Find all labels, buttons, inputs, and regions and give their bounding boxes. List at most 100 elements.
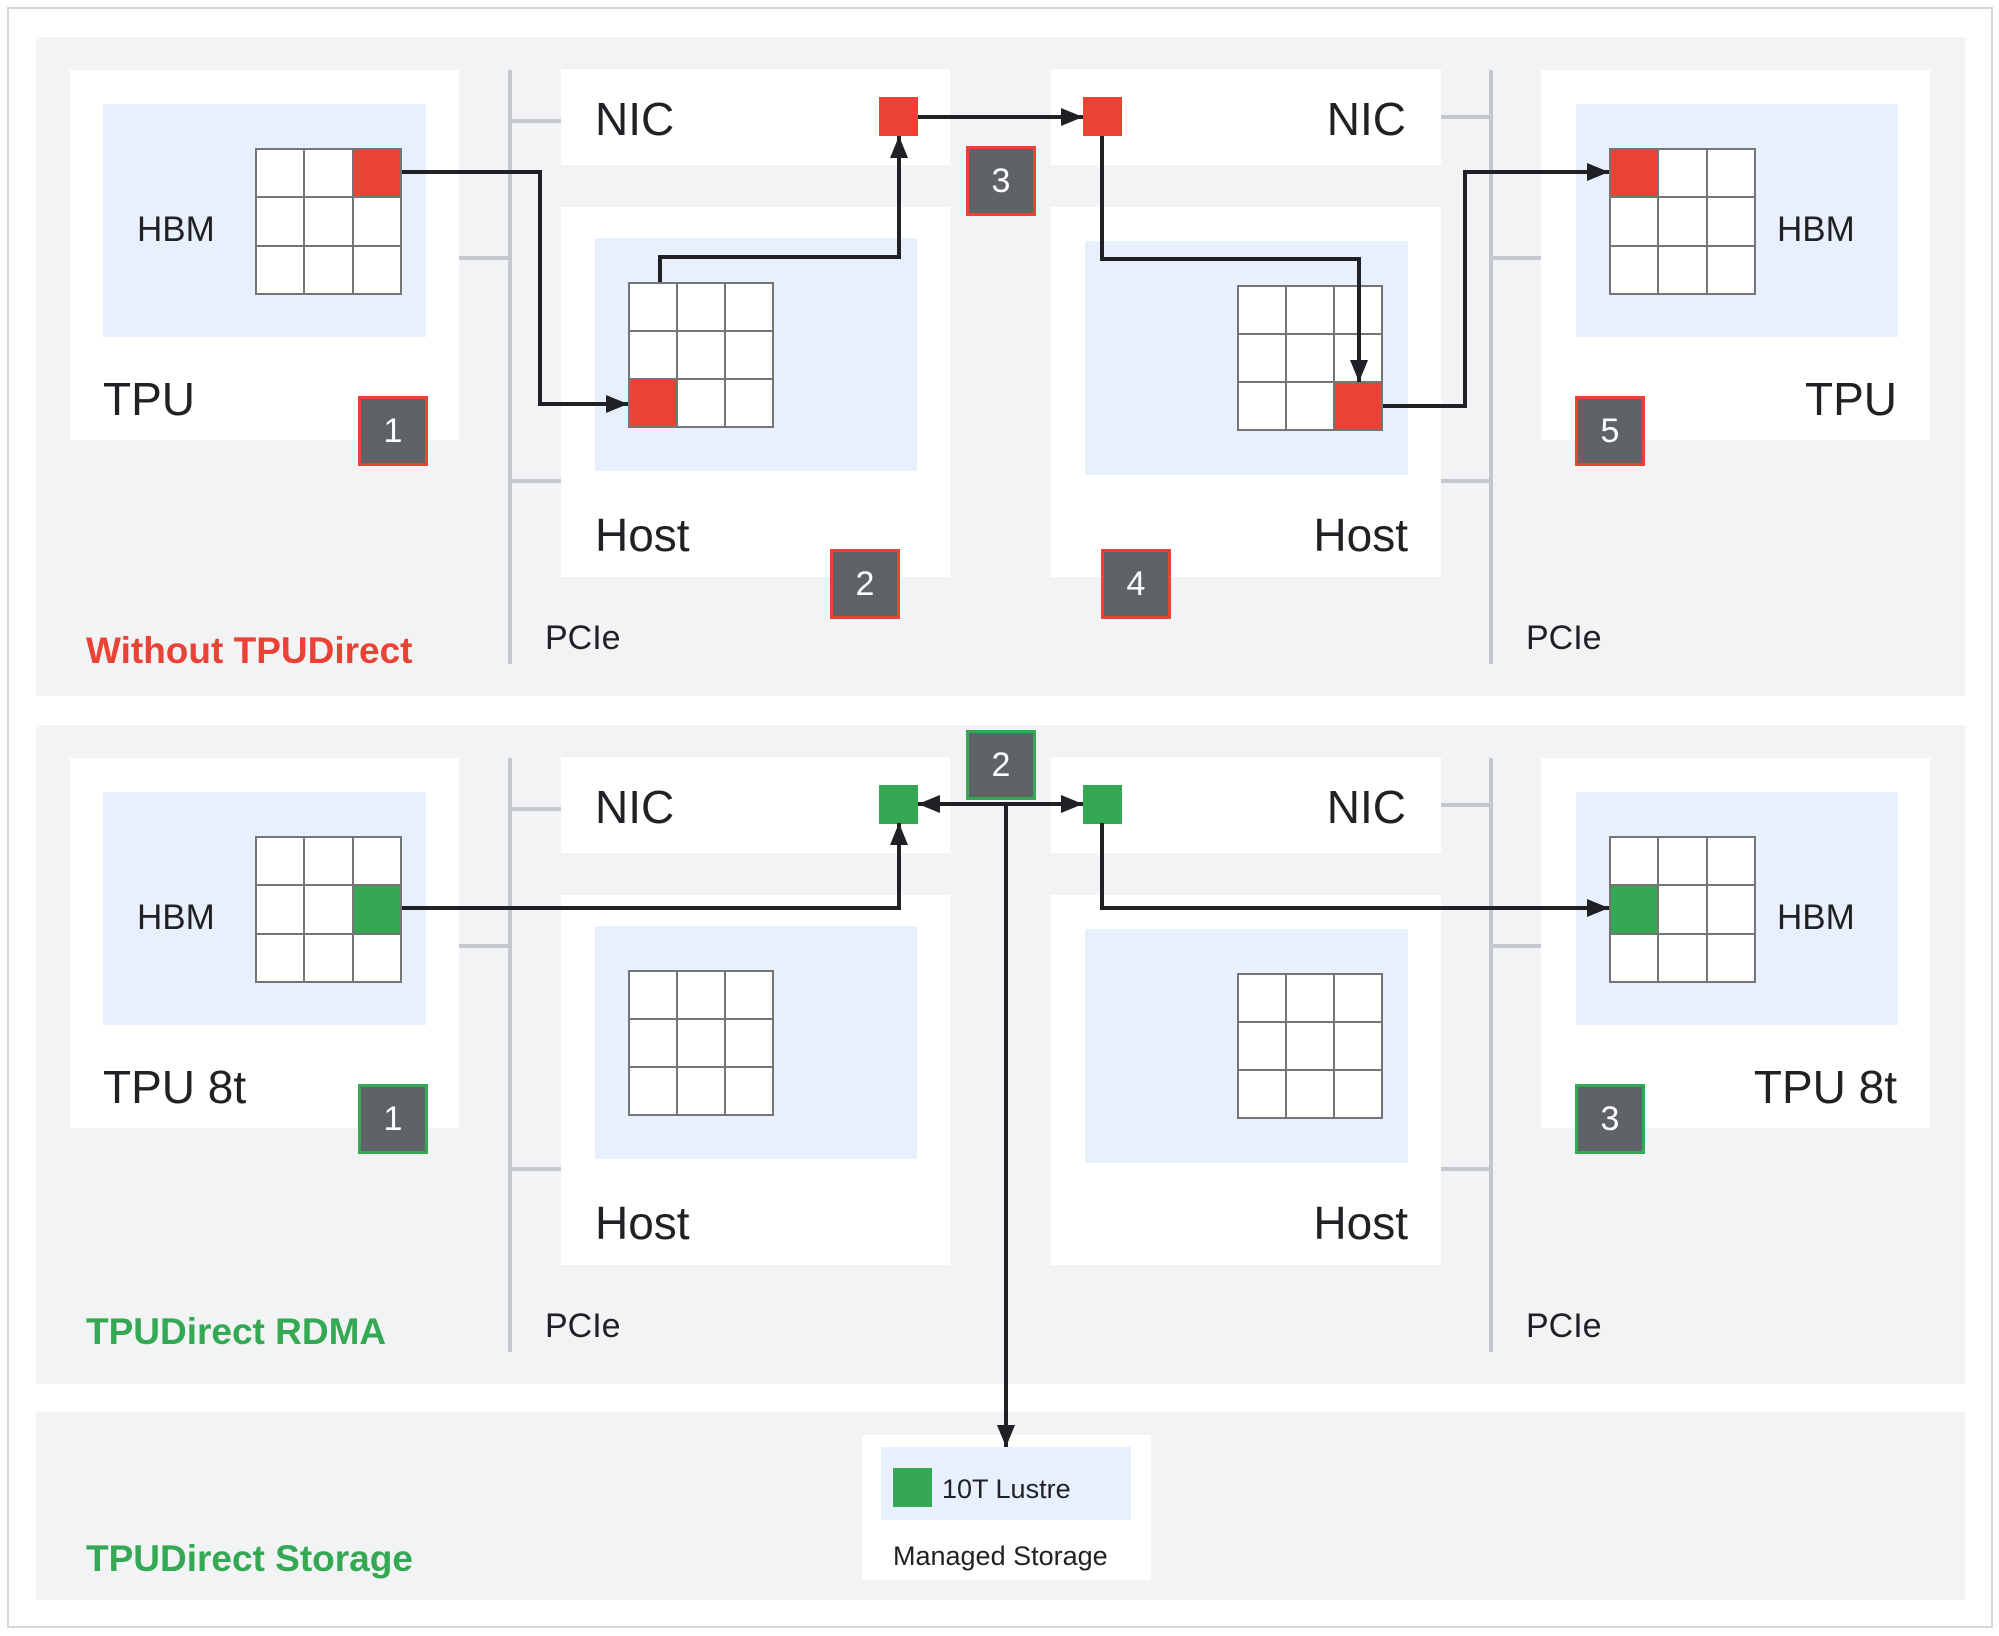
- host-title-right: Host: [1313, 1197, 1408, 1249]
- pcie-link-nic-left: [510, 807, 561, 811]
- memory-cell: [1239, 383, 1287, 431]
- pcie-label-left: PCIe: [545, 619, 621, 657]
- pcie-link-tpu-left: [459, 256, 510, 260]
- memory-cell: [353, 934, 402, 983]
- host-grid-left: [628, 970, 774, 1116]
- memory-cell: [630, 1068, 678, 1116]
- nic-title-right: NIC: [1326, 93, 1406, 145]
- pcie-link-nic-left: [510, 119, 561, 123]
- nic-buffer-right: [1083, 97, 1122, 136]
- section-label-tpudirect-storage: TPUDirect Storage: [86, 1538, 413, 1579]
- step-badge-3: 3: [1575, 1084, 1645, 1154]
- memory-cell: [726, 380, 774, 428]
- memory-cell: [678, 972, 726, 1020]
- hbm-label-right: HBM: [1777, 210, 1855, 249]
- memory-cell: [1659, 150, 1708, 199]
- memory-cell: [630, 332, 678, 380]
- pcie-link-tpu-right: [1491, 256, 1541, 260]
- nic-title-right: NIC: [1326, 781, 1406, 833]
- pcie-link-host-left: [510, 479, 561, 483]
- memory-cell: [305, 886, 354, 935]
- memory-cell: [678, 1068, 726, 1116]
- nic-buffer-left: [879, 785, 918, 824]
- data-block: [1335, 383, 1383, 431]
- data-block: [353, 150, 402, 199]
- tpu-title-left: TPU 8t: [103, 1061, 247, 1113]
- pcie-label-right: PCIe: [1526, 1307, 1602, 1345]
- memory-cell: [1611, 246, 1660, 295]
- memory-cell: [1239, 1071, 1287, 1119]
- memory-cell: [1287, 335, 1335, 383]
- memory-cell: [1287, 1023, 1335, 1071]
- hbm-grid-left: [255, 148, 402, 295]
- hbm-grid-right: [1609, 148, 1756, 295]
- memory-cell: [1611, 198, 1660, 247]
- data-block: [1611, 886, 1660, 935]
- memory-cell: [257, 150, 306, 199]
- memory-cell: [726, 332, 774, 380]
- memory-cell: [257, 934, 306, 983]
- pcie-link-tpu-right: [1491, 944, 1541, 948]
- tpu-title-left: TPU: [103, 373, 195, 425]
- memory-cell: [1659, 934, 1708, 983]
- memory-cell: [1707, 886, 1756, 935]
- data-block: [630, 380, 678, 428]
- memory-cell: [1287, 975, 1335, 1023]
- step-badge-5: 5: [1575, 396, 1645, 466]
- memory-cell: [1611, 838, 1660, 887]
- section-label-tpudirect-rdma: TPUDirect RDMA: [86, 1311, 387, 1352]
- pcie-link-nic-right: [1441, 115, 1491, 119]
- memory-cell: [1707, 246, 1756, 295]
- memory-cell: [1659, 838, 1708, 887]
- step-badge-1: 1: [358, 396, 428, 466]
- memory-cell: [678, 380, 726, 428]
- data-block: [353, 886, 402, 935]
- memory-cell: [305, 198, 354, 247]
- memory-cell: [305, 934, 354, 983]
- step-badge-3: 3: [966, 146, 1036, 216]
- memory-cell: [1659, 886, 1708, 935]
- memory-cell: [1659, 246, 1708, 295]
- memory-cell: [678, 332, 726, 380]
- memory-cell: [630, 1020, 678, 1068]
- memory-cell: [257, 198, 306, 247]
- hbm-label-right: HBM: [1777, 898, 1855, 937]
- memory-cell: [257, 246, 306, 295]
- pcie-label-right: PCIe: [1526, 619, 1602, 657]
- data-block: [1611, 150, 1660, 199]
- memory-cell: [257, 886, 306, 935]
- memory-cell: [1335, 975, 1383, 1023]
- memory-cell: [1335, 1071, 1383, 1119]
- step-badge-2: 2: [830, 549, 900, 619]
- memory-cell: [678, 1020, 726, 1068]
- memory-cell: [726, 1020, 774, 1068]
- memory-cell: [726, 1068, 774, 1116]
- step-badge-2: 2: [966, 730, 1036, 800]
- memory-cell: [678, 284, 726, 332]
- memory-cell: [353, 838, 402, 887]
- host-title-right: Host: [1313, 509, 1408, 561]
- memory-cell: [1239, 335, 1287, 383]
- step-badge-1: 1: [358, 1084, 428, 1154]
- memory-cell: [726, 972, 774, 1020]
- tpu-title-right: TPU: [1805, 373, 1897, 425]
- nic-title-left: NIC: [595, 781, 675, 833]
- step-badge-4: 4: [1101, 549, 1171, 619]
- memory-cell: [353, 246, 402, 295]
- hbm-grid-left: [255, 836, 402, 983]
- host-grid-right: [1237, 973, 1383, 1119]
- managed-storage-caption: Managed Storage: [893, 1541, 1108, 1571]
- hbm-label-left: HBM: [137, 898, 215, 937]
- memory-cell: [630, 972, 678, 1020]
- host-grid-left: [628, 282, 774, 428]
- memory-cell: [1611, 934, 1660, 983]
- memory-cell: [305, 838, 354, 887]
- host-title-left: Host: [595, 509, 690, 561]
- memory-cell: [1239, 975, 1287, 1023]
- pcie-bus-left: [508, 758, 512, 1352]
- pcie-link-nic-right: [1441, 803, 1491, 807]
- memory-cell: [1659, 198, 1708, 247]
- memory-cell: [630, 284, 678, 332]
- memory-cell: [1335, 335, 1383, 383]
- memory-cell: [1707, 150, 1756, 199]
